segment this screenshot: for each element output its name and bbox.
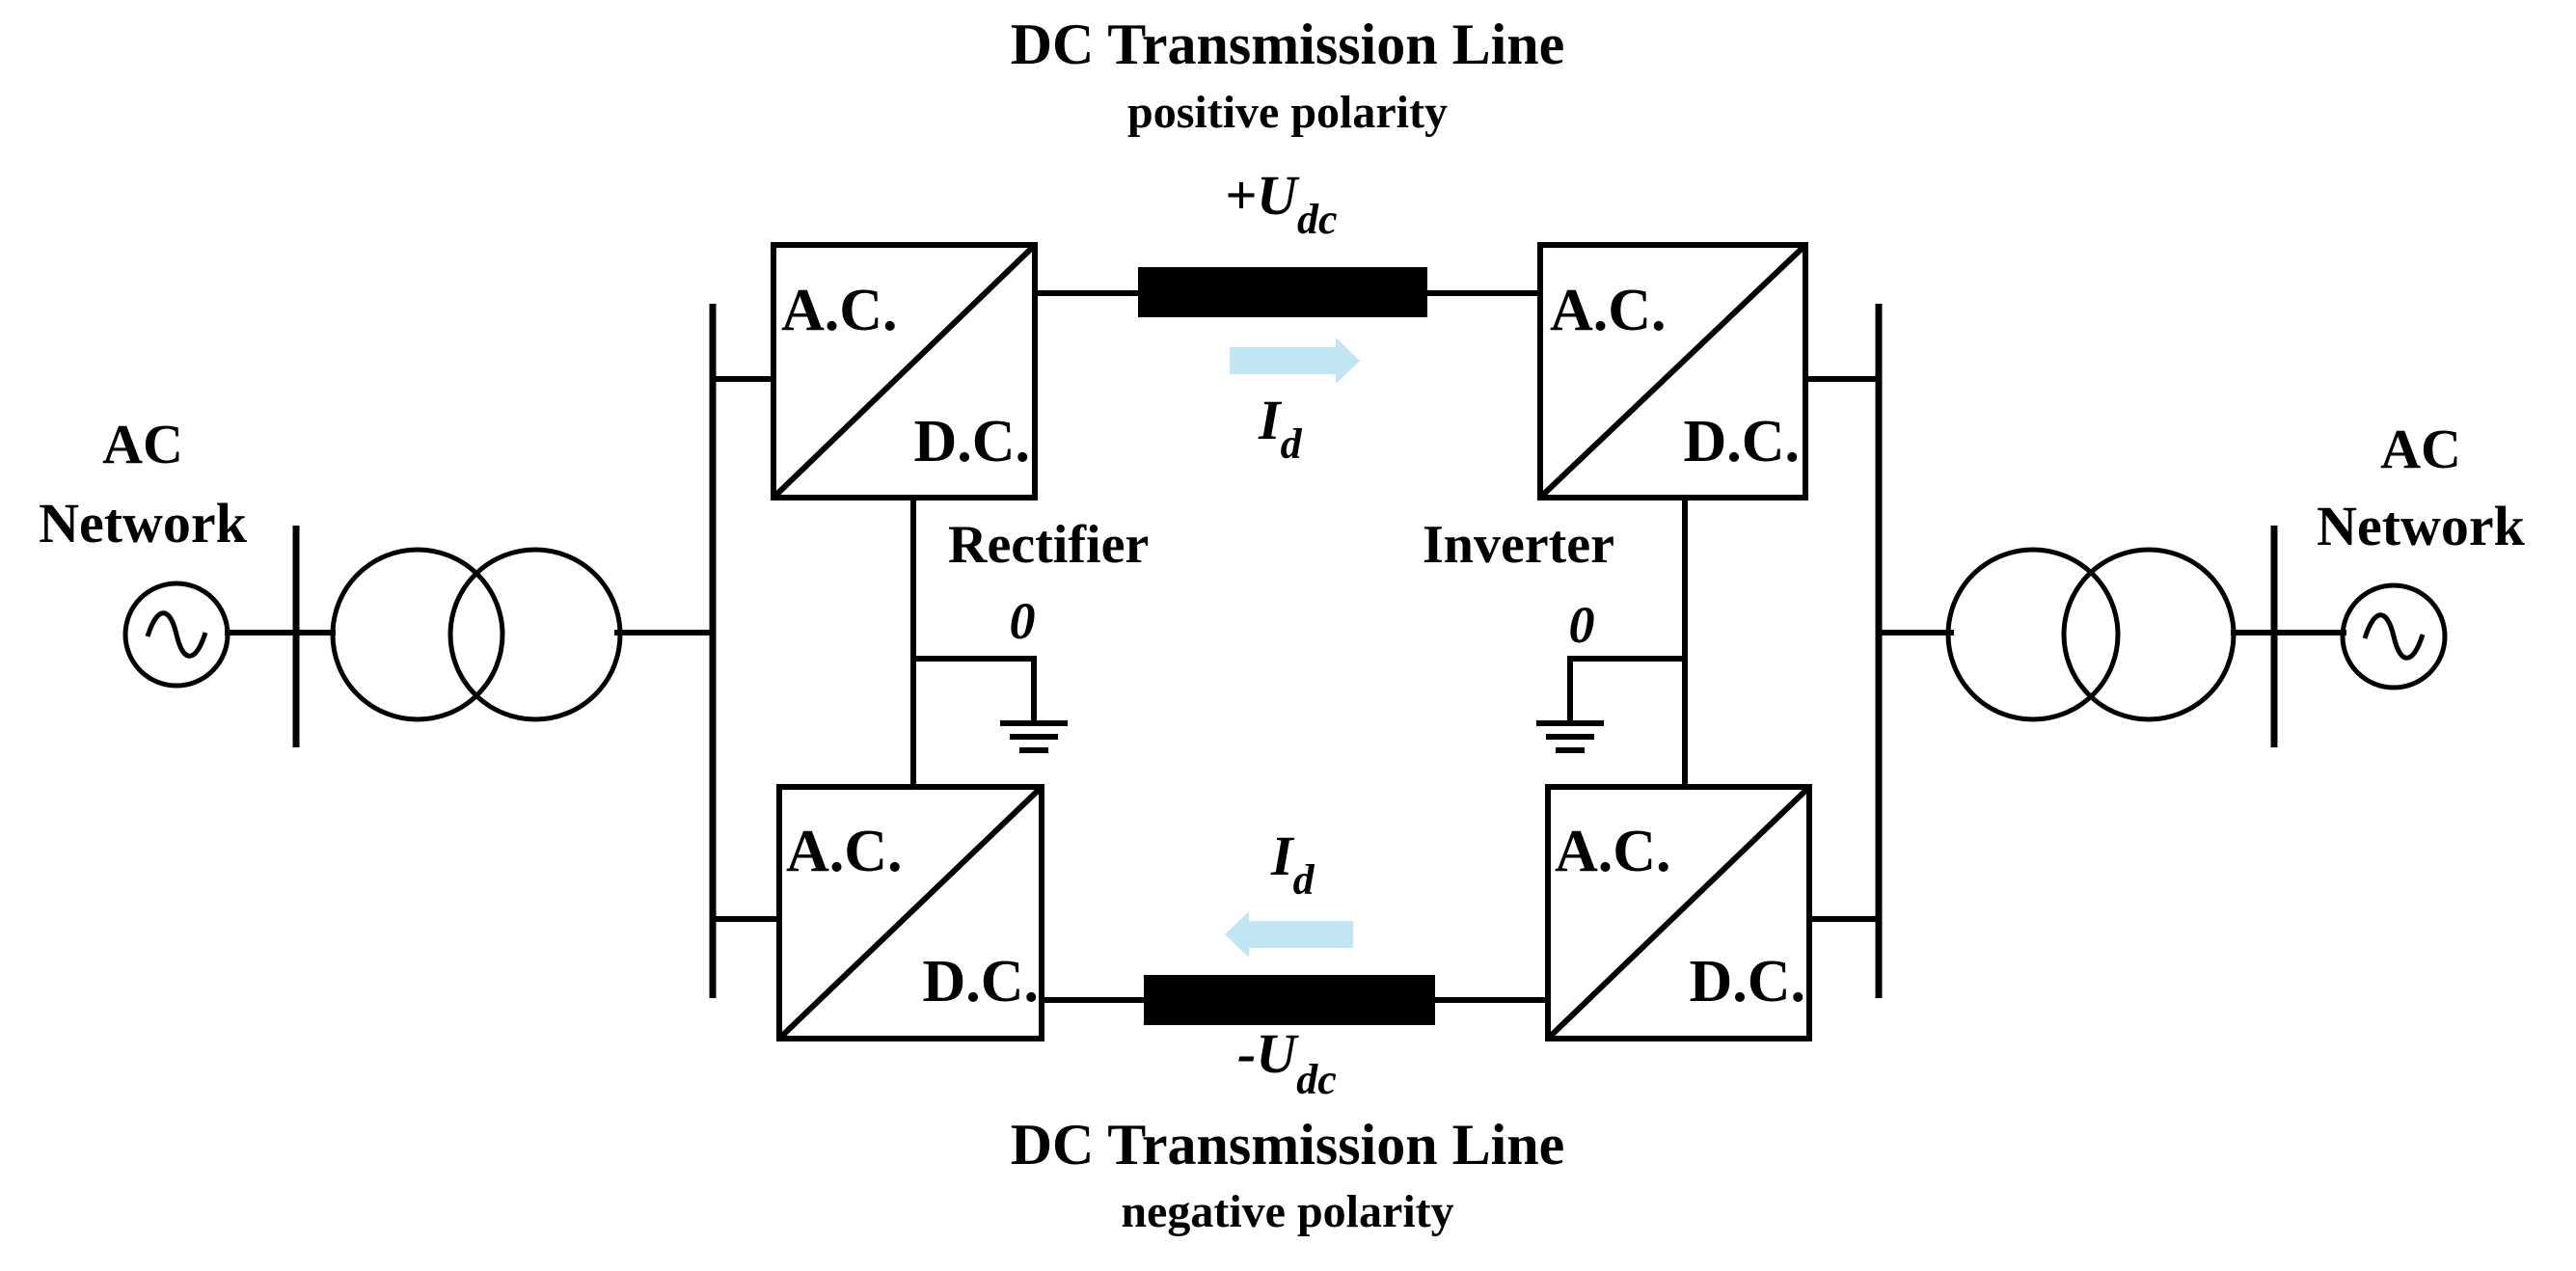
bottom-current-symbol: I xyxy=(1270,825,1295,887)
positive-voltage-subscript: dc xyxy=(1297,196,1338,243)
bottom-line-title: DC Transmission Line xyxy=(1011,1113,1565,1176)
left-ac-source-icon xyxy=(122,581,230,689)
top-current-label: Id xyxy=(1258,389,1303,468)
converter-dc-label: D.C. xyxy=(913,409,1030,474)
positive-voltage-symbol: U xyxy=(1257,164,1300,227)
negative-voltage-symbol: U xyxy=(1256,1022,1299,1085)
negative-dc-cable xyxy=(1144,975,1435,1025)
rectifier-ground-potential: 0 xyxy=(1010,592,1036,650)
inverter-ground-icon xyxy=(1536,720,1604,753)
negative-voltage-subscript: dc xyxy=(1296,1056,1337,1103)
top-current-symbol: I xyxy=(1258,389,1283,451)
converter-ac-label: A.C. xyxy=(786,819,903,884)
converter-dc-label: D.C. xyxy=(1683,409,1800,474)
converter-rectifier-negative: A.C. D.C. xyxy=(776,784,1044,1041)
converter-inverter-negative: A.C. D.C. xyxy=(1545,784,1812,1041)
converter-ac-label: A.C. xyxy=(1555,819,1671,884)
positive-dc-cable xyxy=(1138,267,1427,317)
right-transformer-icon xyxy=(1945,547,2237,722)
left-network-label-line1: AC xyxy=(102,413,183,475)
positive-voltage-sign: + xyxy=(1225,164,1257,227)
converter-inverter-positive: A.C. D.C. xyxy=(1537,242,1808,500)
rectifier-ground-icon xyxy=(1000,720,1068,753)
rectifier-label: Rectifier xyxy=(948,515,1149,575)
top-current-arrow-icon xyxy=(1230,338,1360,384)
converter-dc-label: D.C. xyxy=(1689,949,1805,1014)
inverter-ground-potential: 0 xyxy=(1569,596,1595,654)
converter-rectifier-positive: A.C. D.C. xyxy=(771,242,1038,500)
left-transformer-icon xyxy=(330,547,623,722)
right-network-label-line1: AC xyxy=(2380,418,2461,480)
top-line-title: DC Transmission Line xyxy=(1011,13,1565,76)
left-network-label-line2: Network xyxy=(39,492,248,554)
top-current-subscript: d xyxy=(1281,420,1303,468)
bottom-current-subscript: d xyxy=(1293,856,1315,904)
right-ac-source-icon xyxy=(2340,582,2448,690)
right-network-label-line2: Network xyxy=(2317,495,2526,557)
bottom-current-label: Id xyxy=(1270,825,1315,904)
negative-voltage-label: -Udc xyxy=(1237,1022,1337,1103)
converter-ac-label: A.C. xyxy=(781,278,898,343)
bottom-line-subtitle: negative polarity xyxy=(1121,1186,1453,1237)
bottom-current-arrow-icon xyxy=(1225,911,1353,958)
converter-ac-label: A.C. xyxy=(1550,278,1667,343)
inverter-label: Inverter xyxy=(1423,515,1614,575)
top-line-subtitle: positive polarity xyxy=(1127,87,1448,138)
converter-dc-label: D.C. xyxy=(922,949,1039,1014)
negative-voltage-sign: - xyxy=(1237,1022,1256,1085)
positive-voltage-label: +Udc xyxy=(1225,164,1337,243)
